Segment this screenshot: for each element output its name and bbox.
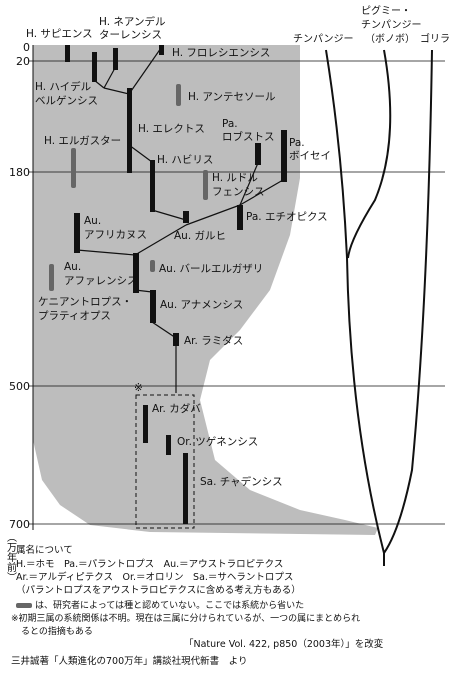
label-tchadensis: Sa. チャデンシス	[200, 475, 283, 488]
tick-180: 180	[9, 166, 30, 179]
label-sapiens: H. サピエンス	[26, 28, 93, 40]
bar-kadabba	[143, 405, 148, 443]
bar-anamensis	[150, 290, 156, 323]
hatch-rudolfensis	[203, 170, 208, 200]
bar-africanus	[74, 213, 80, 253]
bar-garhi	[183, 211, 189, 223]
legend-source: 「Nature Vol. 422, p850（2003年）」を改変	[184, 639, 384, 650]
bonobo-lineage	[347, 49, 392, 259]
bar-tugenensis	[166, 435, 171, 455]
hatch-kenyanthropus	[49, 264, 54, 291]
label-kadabba: Ar. カダバ	[152, 402, 201, 415]
bar-heidelberg	[113, 48, 118, 70]
chimp-lineage	[325, 49, 385, 554]
label-afarensis-2: アファレンシス	[64, 275, 138, 287]
label-robustus-1: Pa.	[222, 118, 238, 130]
legend-note-hatched: は、研究者によっては種と認めていない。ここでは系統から省いた	[35, 601, 305, 611]
legend-line-2: Ar.＝アルディピテクス Or.＝オロリン Sa.＝サヘラントロプス	[16, 572, 294, 583]
legend-line-1: H.＝ホモ Pa.＝パラントロプス Au.＝アウストラロピテクス	[16, 559, 284, 570]
chimp-label: チンパンジー	[293, 33, 354, 45]
legend-line-3: （パラントロプスをアウストラロピテクスに含める考え方もある）	[16, 585, 301, 596]
label-heidelberg-2: ベルゲンシス	[35, 95, 98, 107]
tick-700: 700	[9, 518, 30, 531]
hatch-legend-sample	[16, 603, 32, 608]
bar-floresiensis	[159, 45, 164, 55]
hatch-bahrelghazali	[150, 260, 155, 272]
bar-aethiopicus	[237, 205, 243, 230]
label-tugenensis: Or. ツゲネンシス	[177, 436, 258, 448]
bar-ramidus	[173, 333, 179, 346]
label-kenyanthropus-1: ケニアントロプス・	[38, 296, 132, 308]
bar-boisei	[281, 130, 287, 182]
label-antecessor: H. アンテセソール	[188, 91, 275, 103]
label-ergaster: H. エルガスター	[44, 135, 121, 147]
label-bahrelghazali: Au. バールエルガザリ	[159, 263, 263, 275]
label-heidelberg-1: H. ハイデル	[35, 80, 91, 93]
bar-sapiens	[65, 45, 70, 62]
label-neanderthal-1: H. ネアンデル	[99, 15, 165, 28]
label-kenyanthropus-2: プラティオプス	[38, 310, 111, 322]
label-garhi: Au. ガルヒ	[174, 230, 226, 242]
legend-heading: 属名について	[16, 545, 73, 556]
bar-tchadensis	[183, 453, 188, 524]
bar-neanderthal	[92, 52, 97, 82]
bar-afarensis	[133, 253, 139, 293]
tick-20: 20	[16, 55, 30, 68]
label-floresiensis: H. フロレシエンシス	[172, 47, 270, 59]
label-boisei-1: Pa.	[289, 137, 305, 149]
legend-note-early-1: ※初期三属の系統関係は不明。現在は三属に分けられているが、一つの属にまとめられ	[11, 614, 361, 624]
early-genera-box	[135, 394, 195, 529]
bar-habilis	[150, 160, 155, 212]
axis-unit: （万年前）	[5, 532, 17, 582]
pygmy-label-3: （ボノボ）	[365, 33, 415, 45]
label-rudolf-1: H. ルドル	[212, 172, 258, 184]
label-africanus-2: アフリカヌス	[84, 229, 147, 241]
label-neanderthal-2: ターレンシス	[99, 29, 162, 41]
label-note-mark: ※	[134, 382, 143, 394]
label-boisei-2: ボイセイ	[289, 150, 331, 162]
label-afarensis-1: Au.	[64, 261, 81, 273]
hatched-species	[16, 84, 208, 608]
hatch-antecessor	[176, 84, 181, 106]
hominin-shaded-area	[33, 45, 378, 535]
label-aethiopicus: Pa. エチオピクス	[246, 211, 328, 223]
label-robustus-2: ロブストス	[222, 130, 275, 143]
legend-credit: 三井誠著「人類進化の700万年」講談社現代新書 より	[11, 656, 248, 667]
label-ramidus: Ar. ラミダス	[184, 334, 243, 347]
label-habilis: H. ハビリス	[157, 154, 213, 166]
bar-robustus	[255, 143, 261, 165]
gorilla-lineage	[383, 49, 433, 554]
pygmy-label-2: チンパンジー	[361, 19, 422, 31]
label-erectus: H. エレクトス	[138, 123, 205, 135]
label-rudolf-2: フェンシス	[212, 186, 265, 198]
hatch-ergaster	[71, 148, 76, 188]
label-anamensis: Au. アナメンシス	[160, 299, 243, 311]
label-africanus-1: Au.	[84, 215, 101, 227]
species-bars	[65, 45, 287, 524]
legend-note-early-2: るとの指摘もある	[21, 627, 93, 637]
bar-erectus	[127, 88, 132, 173]
species-labels: H. サピエンス H. ネアンデル ターレンシス H. フロレシエンシス H. …	[26, 15, 331, 488]
tick-500: 500	[9, 380, 30, 393]
hominin-connectors	[76, 47, 284, 393]
tick-0: 0	[23, 41, 30, 54]
gorilla-label: ゴリラ	[420, 32, 450, 45]
pygmy-label-1: ピグミー・	[361, 4, 411, 17]
